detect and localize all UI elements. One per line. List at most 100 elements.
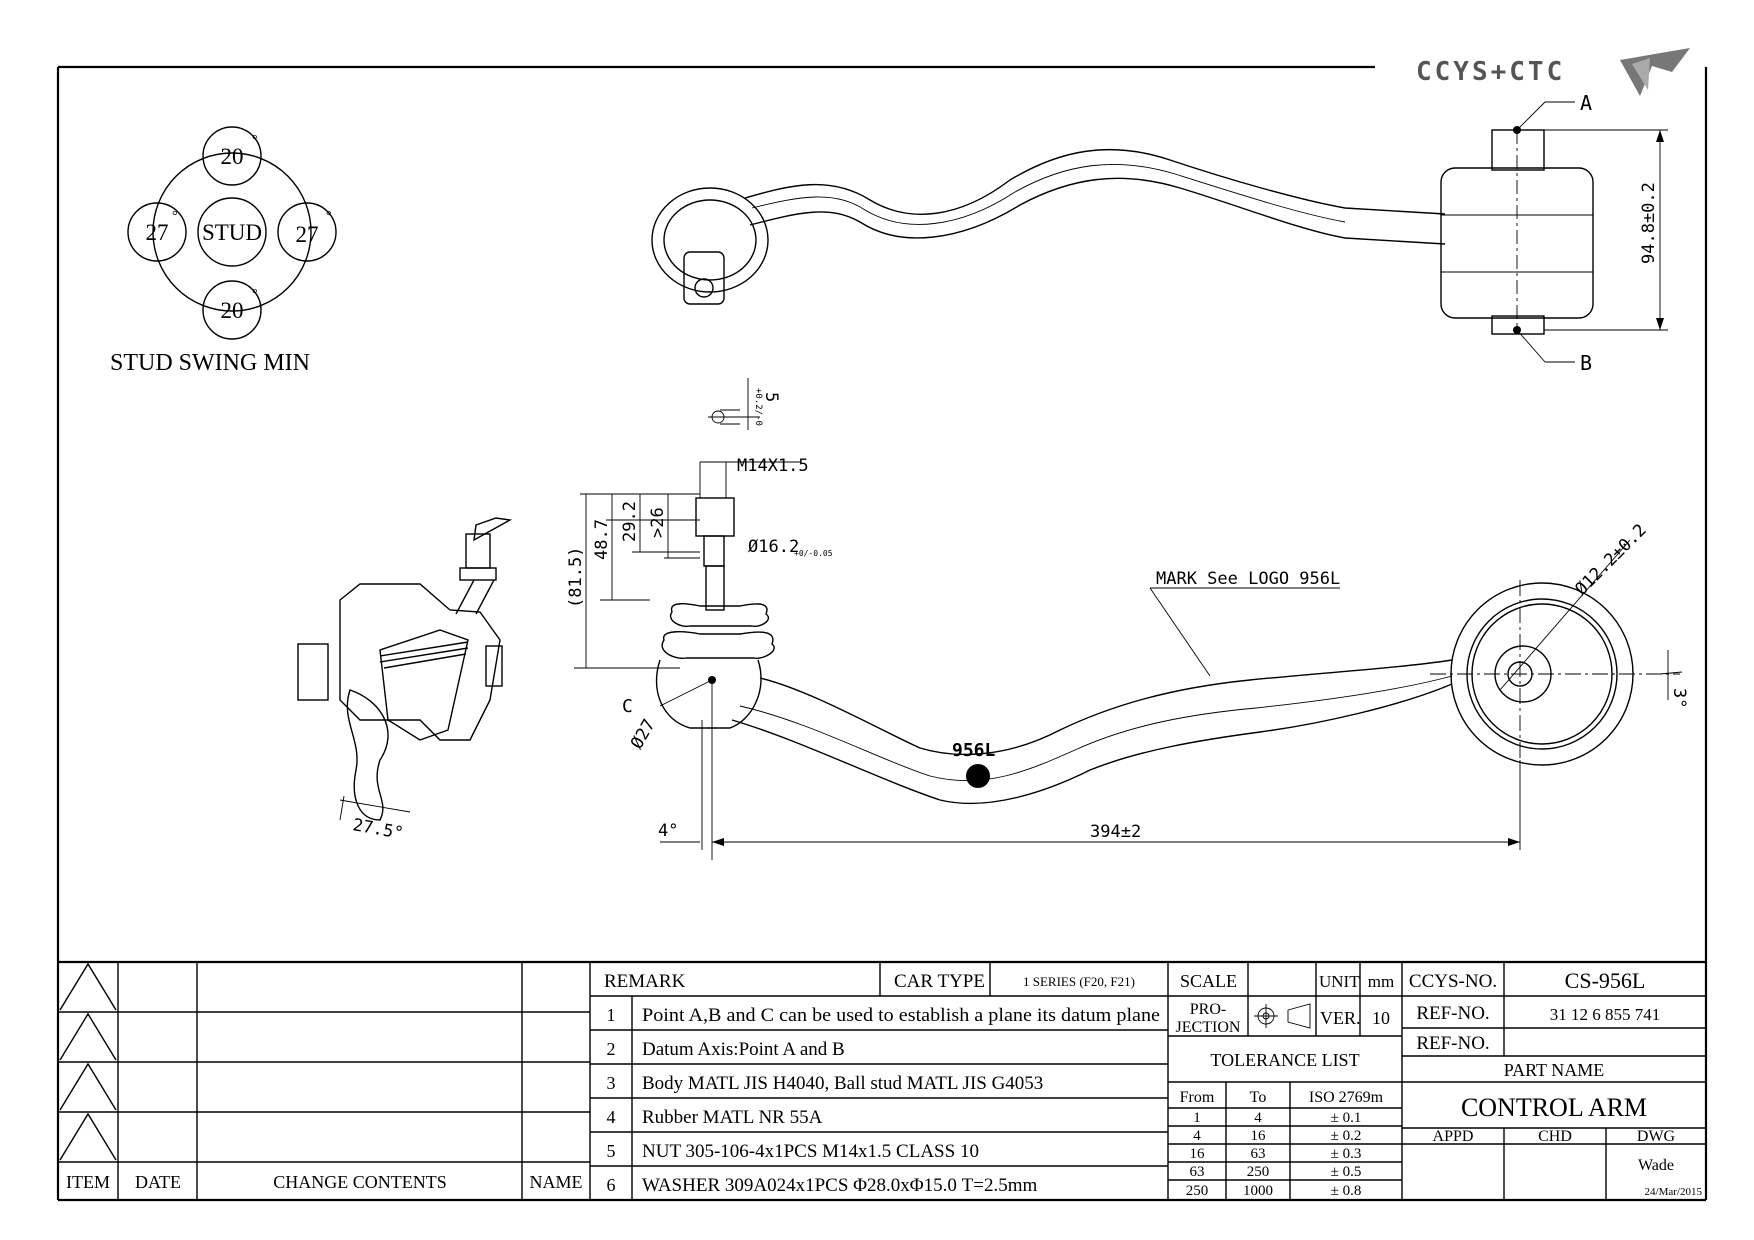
tol-cell: 250 bbox=[1247, 1164, 1270, 1180]
remark-num: 1 bbox=[607, 1005, 616, 1025]
svg-text:+0.2/-0: +0.2/-0 bbox=[753, 388, 763, 426]
tol-cell: ± 0.8 bbox=[1331, 1183, 1362, 1199]
h3-dim: >26 bbox=[648, 507, 668, 538]
svg-text:°: ° bbox=[326, 209, 332, 224]
remark-num: 3 bbox=[607, 1073, 616, 1093]
bush-dia-dim: Ø12.2±0.2 bbox=[1571, 520, 1650, 599]
unit-label: UNIT bbox=[1319, 972, 1360, 991]
tol-cell: 63 bbox=[1190, 1164, 1205, 1180]
tol-cell: 16 bbox=[1251, 1128, 1267, 1144]
remark-header: REMARK bbox=[604, 971, 686, 992]
thread-pitch-dim: 5 bbox=[761, 392, 781, 402]
remark-num: 5 bbox=[607, 1141, 616, 1161]
tol-cell: ± 0.3 bbox=[1331, 1146, 1362, 1162]
tol-cell: 1 bbox=[1193, 1110, 1201, 1126]
appd-label: APPD bbox=[1433, 1128, 1474, 1145]
remark-num: 2 bbox=[607, 1039, 616, 1059]
ref-no-label-2: REF-NO. bbox=[1416, 1033, 1489, 1054]
ref-no-value: 31 12 6 855 741 bbox=[1550, 1005, 1661, 1024]
part-name-label: PART NAME bbox=[1504, 1060, 1604, 1080]
datum-point-a: A bbox=[1580, 91, 1592, 115]
title-block: CCYS-NO. CS-956L REF-NO. 31 12 6 855 741… bbox=[1402, 962, 1706, 1200]
chd-label: CHD bbox=[1538, 1128, 1572, 1145]
side-view: 5 +0.2/-0 M14X1.5 Ø16.2 +0/-0.05 C Ø27 9… bbox=[566, 378, 1689, 860]
height-dimension: 94.8±0.2 bbox=[1639, 182, 1659, 264]
thread-size-dim: M14X1.5 bbox=[737, 456, 809, 476]
ver-value: 10 bbox=[1372, 1008, 1390, 1028]
rev-item-header: ITEM bbox=[66, 1172, 110, 1192]
svg-text:+0/-0.05: +0/-0.05 bbox=[794, 549, 833, 558]
mark-note: MARK See LOGO 956L bbox=[1156, 569, 1340, 589]
remark-num: 4 bbox=[607, 1107, 616, 1127]
projection-symbol-icon bbox=[1254, 1003, 1311, 1029]
stud-label: STUD bbox=[202, 220, 262, 245]
tol-cell: 250 bbox=[1186, 1183, 1209, 1199]
dwg-label: DWG bbox=[1637, 1128, 1676, 1145]
unit-value: mm bbox=[1368, 972, 1394, 991]
tolerance-title: TOLERANCE LIST bbox=[1210, 1050, 1359, 1070]
tol-cell: 1000 bbox=[1243, 1183, 1273, 1199]
svg-text:°: ° bbox=[172, 209, 178, 224]
tol-header-from: From bbox=[1180, 1089, 1215, 1106]
dwg-by: Wade bbox=[1638, 1157, 1674, 1174]
tol-cell: 4 bbox=[1254, 1110, 1262, 1126]
remark-block: REMARK CAR TYPE 1 SERIES (F20, F21) 1 Po… bbox=[590, 962, 1169, 1200]
rev-name-header: NAME bbox=[530, 1172, 583, 1192]
isometric-view: 27.5° bbox=[297, 517, 513, 844]
svg-text:CCYS+CTC: CCYS+CTC bbox=[1416, 57, 1565, 87]
company-logo: CCYS+CTC bbox=[1416, 48, 1690, 96]
projection-label: PRO- bbox=[1190, 1001, 1226, 1018]
svg-text:°: ° bbox=[252, 287, 258, 302]
remark-text: WASHER 309A024x1PCS Φ28.0xΦ15.0 T=2.5mm bbox=[642, 1175, 1038, 1196]
left-angle-dim: 4° bbox=[658, 821, 678, 841]
tol-cell: ± 0.1 bbox=[1331, 1110, 1362, 1126]
h1-dim: 48.7 bbox=[592, 519, 612, 560]
car-type-label: CAR TYPE bbox=[894, 971, 985, 992]
tol-header-iso: ISO 2769m bbox=[1309, 1089, 1384, 1106]
remark-text: Rubber MATL NR 55A bbox=[642, 1107, 823, 1128]
tol-cell: 4 bbox=[1193, 1128, 1201, 1144]
top-view: A B 94.8±0.2 bbox=[651, 91, 1668, 375]
stud-swing-diagram: STUD 20 20 27 27 ° ° ° ° STUD SWING MIN bbox=[110, 126, 337, 376]
remark-text: NUT 305-106-4x1PCS M14x1.5 CLASS 10 bbox=[642, 1141, 979, 1162]
stud-swing-title: STUD SWING MIN bbox=[110, 350, 310, 376]
tol-cell: 63 bbox=[1251, 1146, 1266, 1162]
remark-text: Body MATL JIS H4040, Ball stud MATL JIS … bbox=[642, 1073, 1043, 1094]
swing-bottom-value: 20 bbox=[221, 298, 244, 323]
rev-date-header: DATE bbox=[135, 1172, 181, 1192]
datum-point-b: B bbox=[1580, 351, 1592, 375]
swing-right-value: 27 bbox=[296, 222, 319, 247]
scale-block: SCALE UNIT mm PRO- JECTION VER. 10 TOLER… bbox=[1168, 962, 1403, 1200]
tol-cell: 16 bbox=[1190, 1146, 1206, 1162]
swing-top-value: 20 bbox=[221, 144, 244, 169]
dwg-date: 24/Mar/2015 bbox=[1645, 1186, 1703, 1198]
overall-height-dim: (81.5) bbox=[566, 547, 586, 608]
scale-label: SCALE bbox=[1180, 971, 1237, 991]
length-dim: 394±2 bbox=[1090, 822, 1141, 842]
tol-cell: ± 0.5 bbox=[1331, 1164, 1362, 1180]
h2-dim: 29.2 bbox=[620, 501, 640, 542]
point-c-label: C bbox=[622, 696, 633, 717]
taper-dia-dim: Ø16.2 bbox=[748, 537, 799, 557]
remark-text: Point A,B and C can be used to establish… bbox=[642, 1005, 1160, 1026]
remark-num: 6 bbox=[607, 1175, 616, 1195]
remark-text: Datum Axis:Point A and B bbox=[642, 1039, 845, 1060]
ball-dia-dim: Ø27 bbox=[627, 716, 660, 753]
ccys-no-label: CCYS-NO. bbox=[1409, 971, 1497, 992]
rev-change-header: CHANGE CONTENTS bbox=[273, 1172, 447, 1192]
ref-no-label: REF-NO. bbox=[1416, 1003, 1489, 1024]
swing-left-value: 27 bbox=[146, 220, 169, 245]
right-angle-dim: 3° bbox=[1669, 688, 1689, 708]
part-name-value: CONTROL ARM bbox=[1461, 1093, 1647, 1122]
drawing-frame bbox=[56, 65, 1708, 1202]
revision-block: ITEM DATE CHANGE CONTENTS NAME bbox=[58, 962, 591, 1200]
car-type-value: 1 SERIES (F20, F21) bbox=[1023, 974, 1135, 989]
svg-text:°: ° bbox=[252, 133, 258, 148]
iso-angle-dim: 27.5° bbox=[351, 815, 405, 844]
tol-header-to: To bbox=[1250, 1089, 1267, 1106]
tol-cell: ± 0.2 bbox=[1331, 1128, 1362, 1144]
svg-text:JECTION: JECTION bbox=[1176, 1019, 1241, 1036]
ccys-no-value: CS-956L bbox=[1565, 968, 1646, 993]
part-mark: 956L bbox=[952, 740, 996, 761]
